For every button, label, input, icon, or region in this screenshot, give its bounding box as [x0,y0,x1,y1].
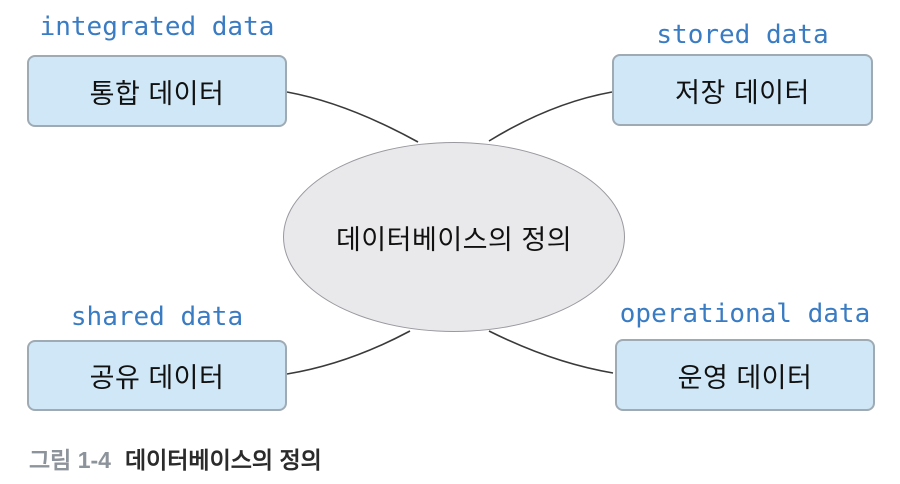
figure-caption: 그림 1-4 데이터베이스의 정의 [29,441,322,475]
connector-stored [488,91,613,142]
node-integrated-data: 통합 데이터 [27,55,287,127]
connector-shared [286,330,411,375]
node-operational-data: 운영 데이터 [615,339,875,411]
label-shared-data-en: shared data [70,302,244,332]
connector-integrated [286,91,419,143]
label-operational-data-en: operational data [619,299,871,329]
center-node-database-definition: 데이터베이스의 정의 [283,142,625,332]
label-stored-data-en: stored data [656,20,829,50]
connector-operational [488,330,614,374]
figure-title: 데이터베이스의 정의 [124,447,322,473]
node-stored-data: 저장 데이터 [612,54,873,126]
node-shared-data: 공유 데이터 [27,340,287,411]
figure-number: 그림 1-4 [29,447,111,473]
label-integrated-data-en: integrated data [39,12,275,42]
